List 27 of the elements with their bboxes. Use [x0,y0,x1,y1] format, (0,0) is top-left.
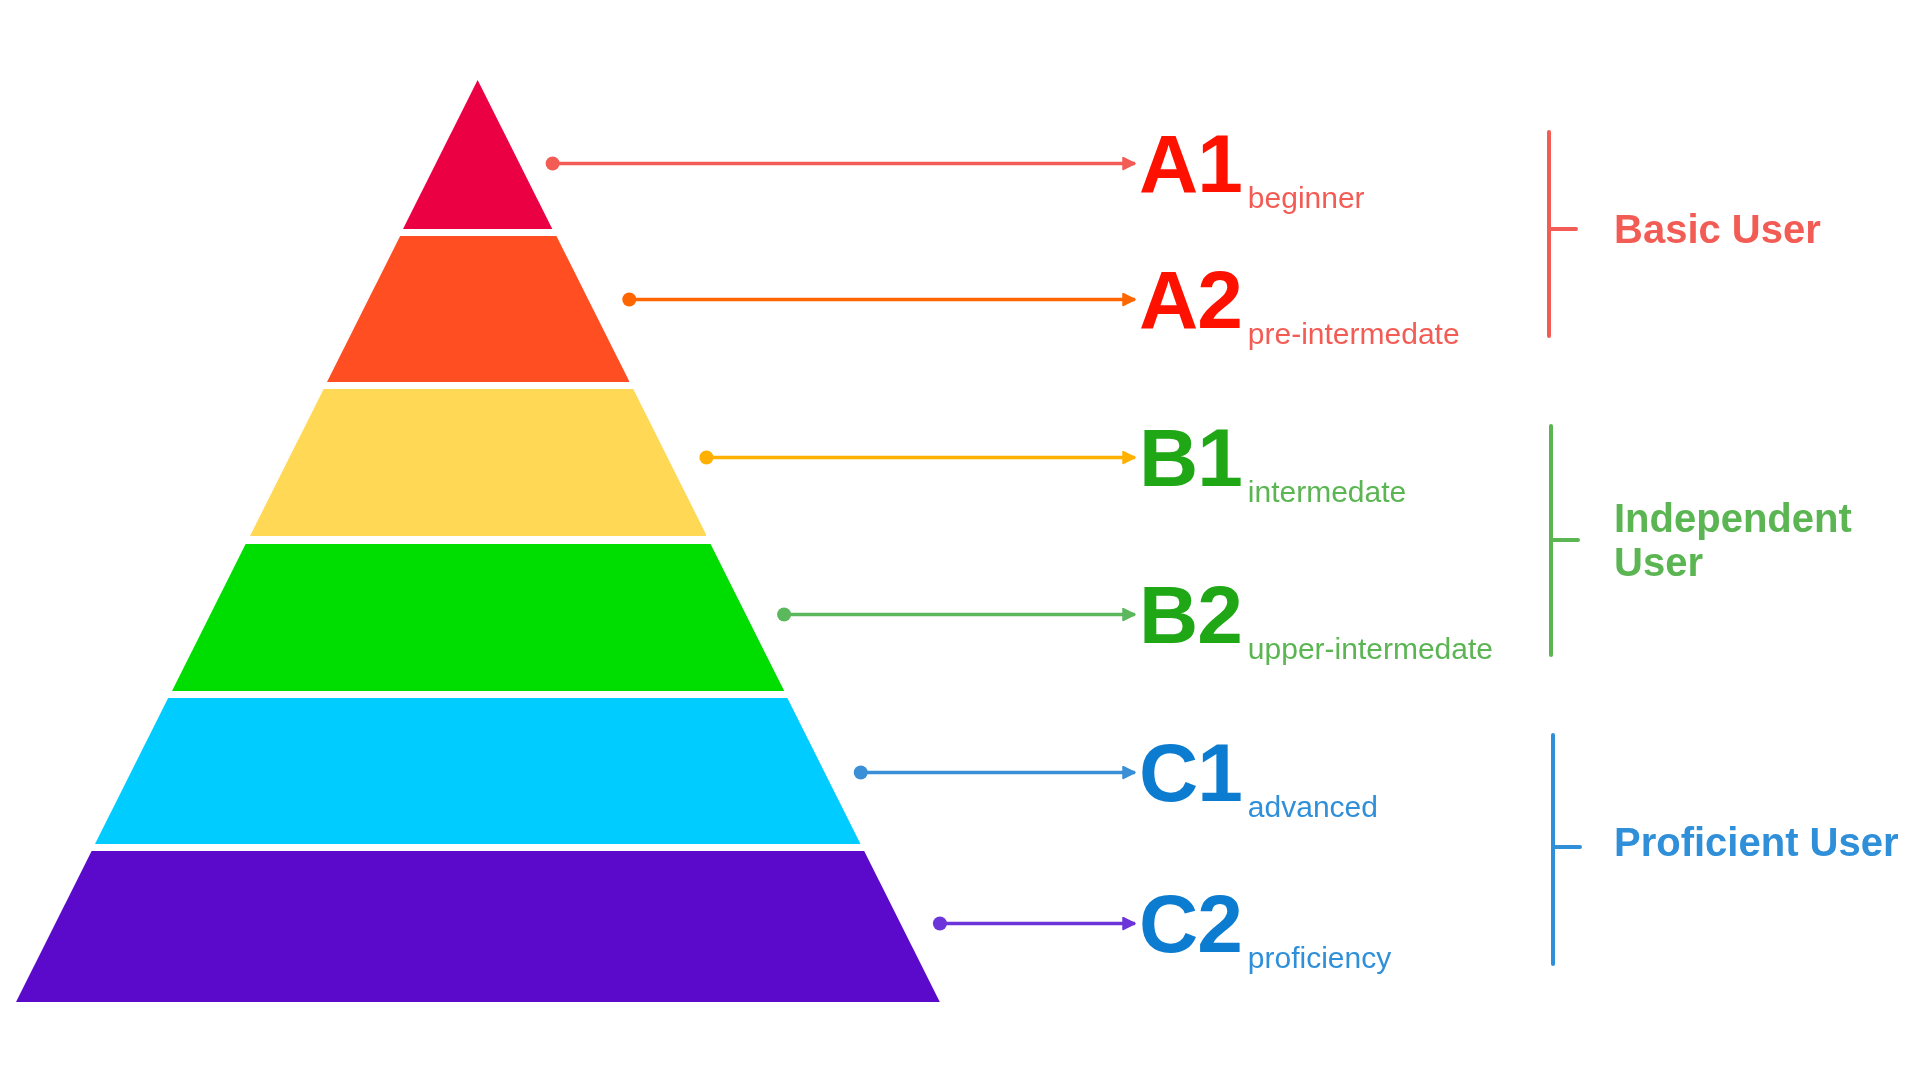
arrow [853,765,1136,780]
pyramid-tier [16,851,940,1002]
level-description: intermedate [1247,475,1407,508]
arrow [932,916,1136,931]
level-description: advanced [1247,790,1378,823]
level-description: beginner [1247,181,1365,214]
group-label: Proficient User [1614,820,1899,864]
level-description: pre-intermedate [1247,317,1460,350]
pyramid-tier [326,236,630,382]
level-description: proficiency [1247,941,1392,974]
level-code: B2 [1139,569,1242,660]
level-code: C2 [1139,878,1242,969]
arrow [545,156,1136,171]
pyramid-tier [171,544,785,691]
level-code: B1 [1139,412,1242,503]
pyramid-tier [95,698,861,844]
level-description: upper-intermedate [1247,632,1493,665]
group-label: Basic User [1614,207,1821,251]
level-code: A1 [1139,118,1242,209]
level-code: A2 [1139,254,1242,345]
arrow [622,292,1136,307]
pyramid-tier [249,389,707,536]
group-label: Independent User [1614,496,1853,584]
pyramid-tier [403,80,553,229]
arrow [777,607,1136,622]
arrow [699,450,1136,465]
level-code: C1 [1139,727,1242,818]
